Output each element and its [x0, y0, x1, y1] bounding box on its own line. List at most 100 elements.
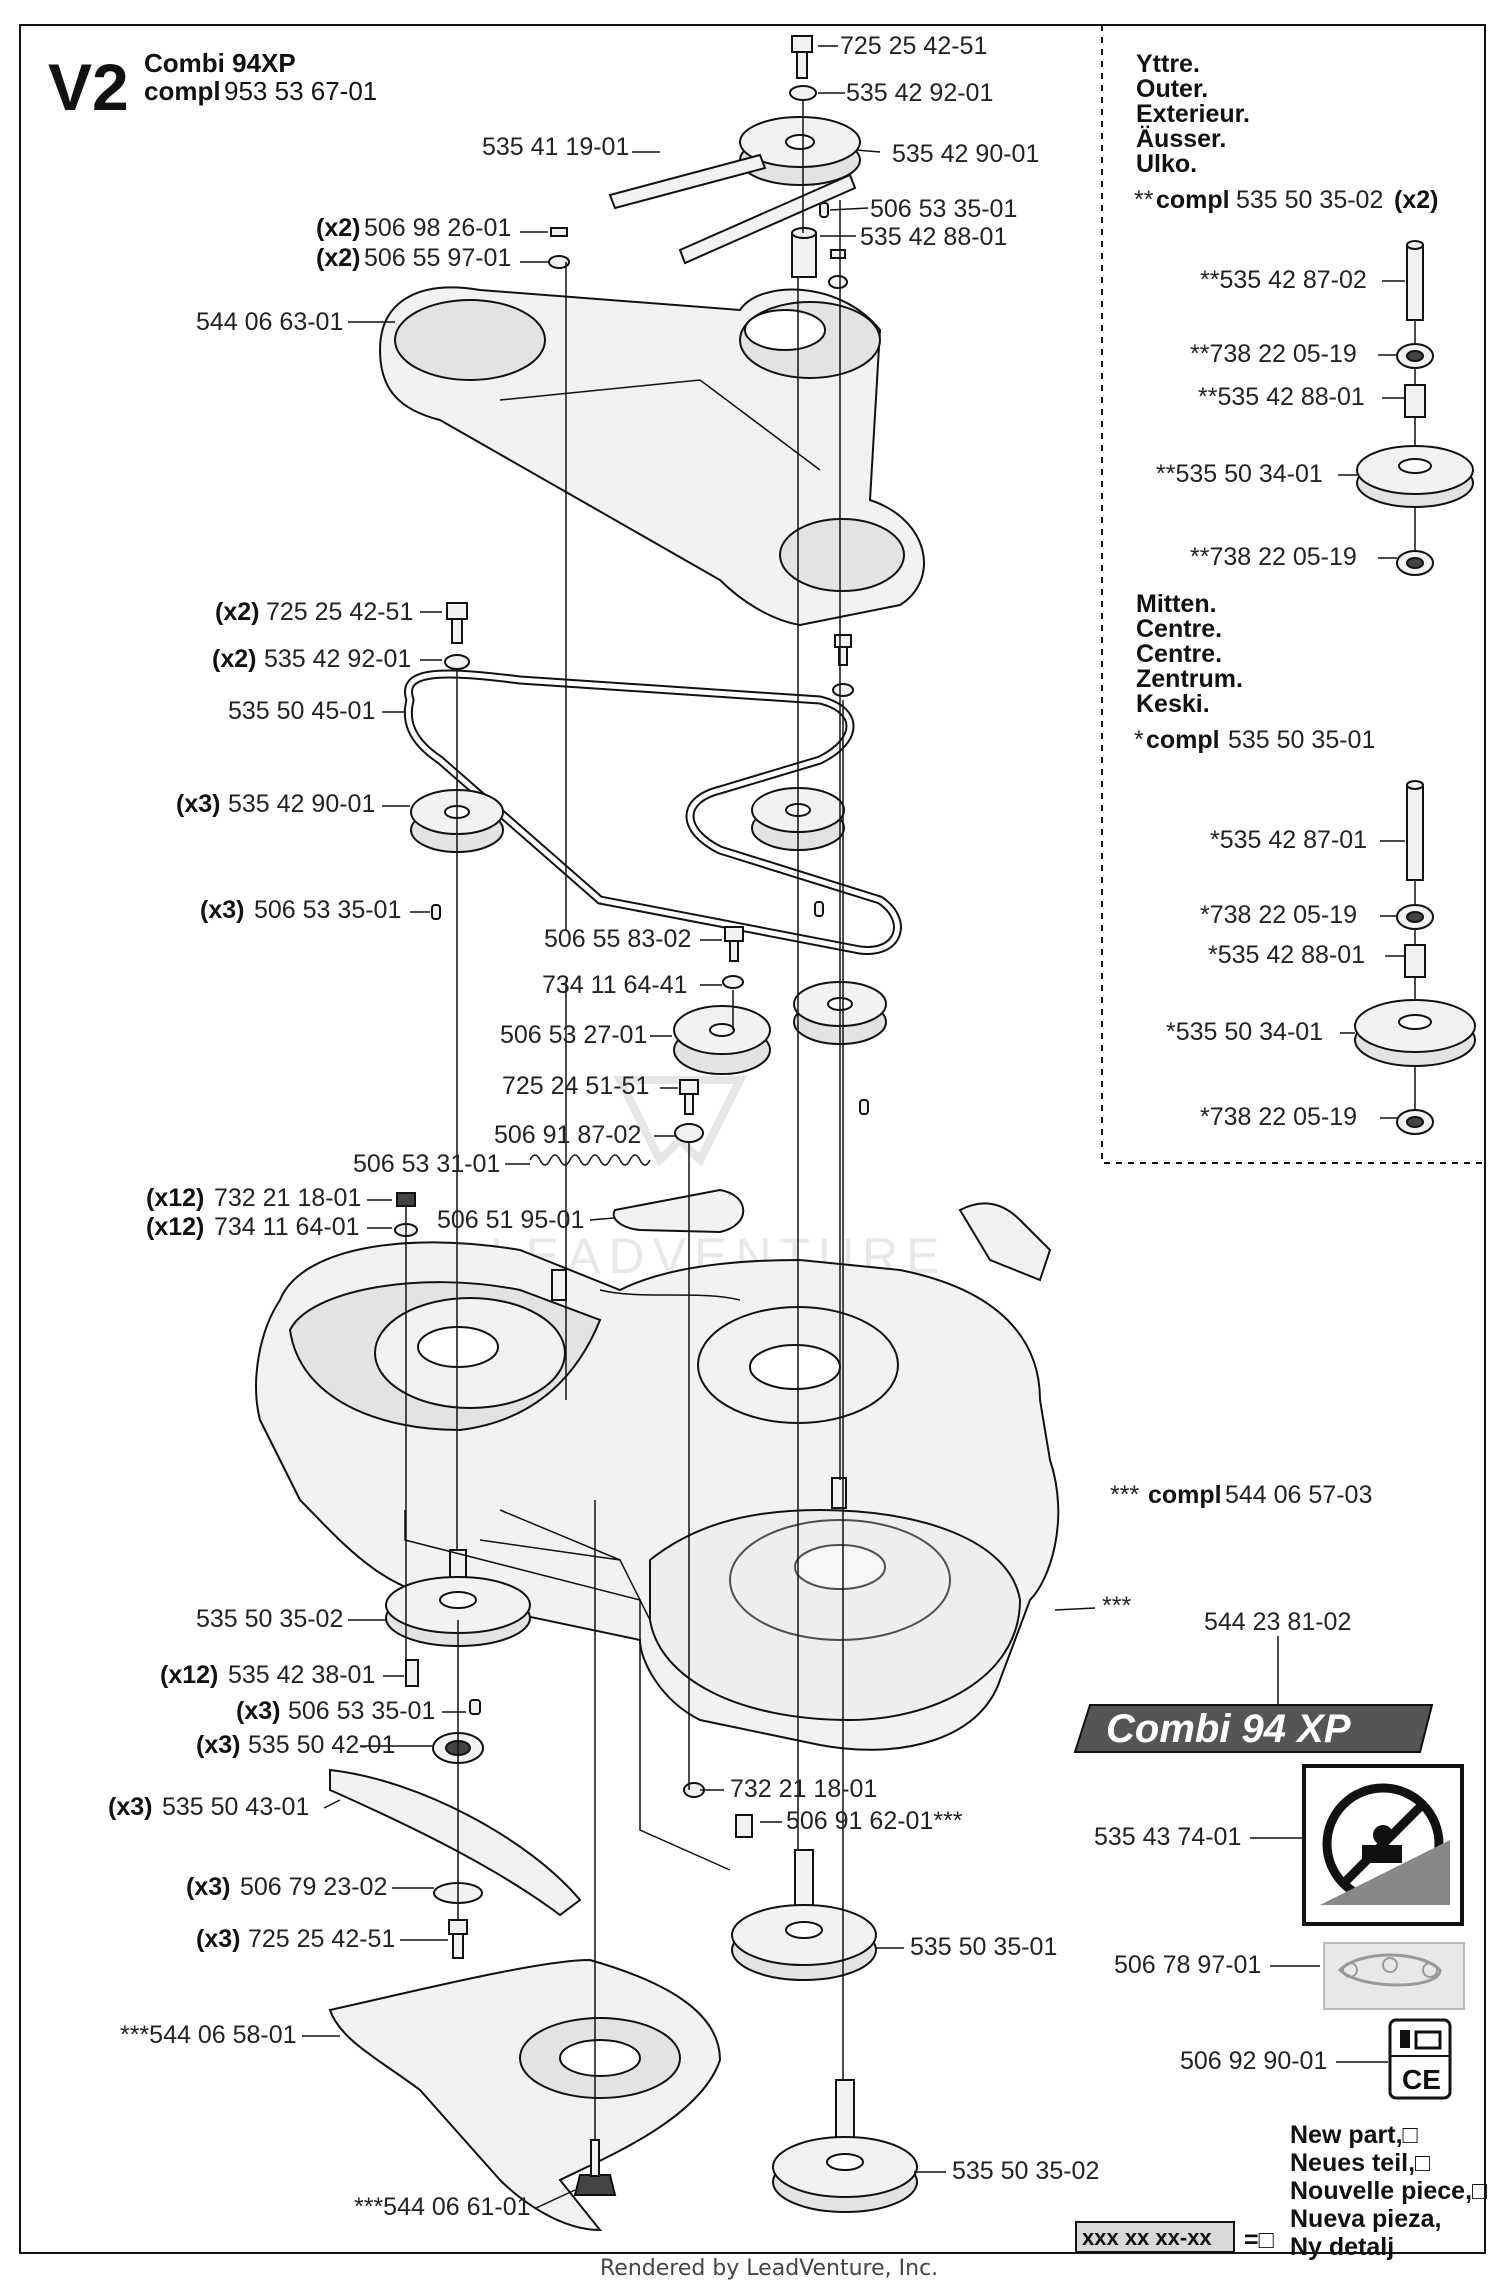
mid-bolt-icon — [444, 602, 470, 670]
label-535428801: 535 42 88-01 — [860, 223, 1007, 251]
centre-housing-icon — [1354, 999, 1476, 1067]
label-535503502-right: 535 50 35-02 — [952, 2157, 1099, 2185]
label-506789701: 506 78 97-01 — [1114, 1951, 1261, 1979]
legend: New part,□ Neues teil,□ Nouvelle piece,□… — [1075, 2121, 1488, 2261]
model-badge-text: Combi 94 XP — [1106, 1707, 1351, 1751]
centre-compl-number: 535 50 35-01 — [1228, 726, 1375, 754]
centre-part-3: *535 50 34-01 — [1166, 1018, 1323, 1046]
qty-x2-a: (x2) — [316, 214, 360, 242]
idler-bolt-icon — [722, 926, 744, 989]
bottom-guard-icon — [328, 1958, 722, 2232]
belt-strip-icon-2 — [678, 173, 857, 265]
compl-deck-prefix: *** — [1110, 1481, 1139, 1509]
mid-bolt-icon-2 — [832, 634, 854, 697]
outer-title-1: Outer. — [1136, 75, 1208, 103]
key-icon-right — [859, 1099, 869, 1115]
compl-deck-number: 544 06 57-03 — [1225, 1481, 1372, 1509]
outer-spindle-shaft-icon — [1406, 240, 1424, 321]
key-icon-left — [431, 904, 441, 920]
qty-x3-b: (x3) — [200, 896, 244, 924]
qty-x12-b: (x12) — [146, 1213, 204, 1241]
label-535503501: 535 50 35-01 — [910, 1933, 1057, 1961]
top-pulley-icon — [739, 116, 861, 186]
label-732211801-low: 732 21 18-01 — [730, 1775, 877, 1803]
outer-bearing-icon — [1396, 343, 1434, 369]
label-734116401: 734 11 64-01 — [214, 1213, 360, 1241]
centre-title-0: Mitten. — [1136, 590, 1217, 618]
label-506558302: 506 55 83-02 — [544, 925, 691, 953]
qty-x3-e: (x3) — [108, 1793, 152, 1821]
label-506533101: 506 53 31-01 — [353, 1150, 500, 1178]
belt-cover-icon — [378, 286, 925, 627]
outer-compl-number: 535 50 35-02 — [1236, 186, 1383, 214]
watermark-logo — [613, 1076, 747, 1167]
centre-compl-prefix: * — [1134, 726, 1144, 754]
outer-compl-qty: (x2) — [1394, 186, 1438, 214]
no-slope-warning-icon — [1302, 1764, 1464, 1926]
label-725254251-low: 725 25 42-51 — [248, 1925, 395, 1953]
label-725245151: 725 24 51-51 — [502, 1072, 649, 1100]
label-535411901: 535 41 19-01 — [482, 133, 629, 161]
label-506982601: 506 98 26-01 — [364, 214, 511, 242]
compl-number: 953 53 67-01 — [224, 76, 377, 106]
legend-code: xxx xx xx-xx — [1082, 2225, 1212, 2250]
label-506532701: 506 53 27-01 — [500, 1021, 647, 1049]
model-label: Combi 94XP — [144, 48, 296, 78]
left-spindle-icon — [385, 1549, 531, 1647]
label-732211801: 732 21 18-01 — [214, 1184, 361, 1212]
belt-routing-sticker-icon — [1323, 1942, 1465, 2010]
sheet-border — [19, 24, 1486, 2254]
qty-x3-d: (x3) — [196, 1731, 240, 1759]
centre-part-0: *535 42 87-01 — [1210, 826, 1367, 854]
qty-x12-c: (x12) — [160, 1661, 218, 1689]
legend-line-0: New part,□ — [1290, 2121, 1419, 2149]
qty-x2-c: (x2) — [215, 598, 259, 626]
centre-spindle-icon — [731, 1849, 877, 1981]
bracket-lines — [404, 1510, 731, 1871]
top-washer-icon — [789, 85, 817, 101]
centre-bearing-icon-2 — [1396, 1109, 1434, 1135]
qty-x3-f: (x3) — [186, 1873, 230, 1901]
label-544066301: 544 06 63-01 — [196, 308, 343, 336]
idler-pulley-icon — [673, 1005, 771, 1075]
label-725254251-mid: 725 25 42-51 — [266, 598, 413, 626]
idler-arm-bolt-icon — [674, 1079, 704, 1143]
label-535429001-top: 535 42 90-01 — [892, 140, 1039, 168]
idler-arm-icon — [612, 1188, 745, 1234]
qty-x2-d: (x2) — [212, 645, 256, 673]
label-535504201: 535 50 42-01 — [248, 1731, 395, 1759]
belt-strip-icon — [608, 153, 767, 210]
outer-part-2: **535 42 88-01 — [1198, 383, 1365, 411]
label-535423801: 535 42 38-01 — [228, 1661, 375, 1689]
spring-icon — [529, 1154, 651, 1166]
label-506916201: 506 91 62-01*** — [786, 1807, 963, 1835]
ce-mark: CE — [1402, 2064, 1441, 2095]
legend-line-3: Nueva pieza, — [1290, 2205, 1441, 2233]
side-panel-border — [1101, 25, 1485, 1164]
outer-title-0: Yttre. — [1136, 50, 1200, 78]
outer-compl-prefix: ** — [1134, 186, 1154, 214]
label-535429201-top: 535 42 92-01 — [846, 79, 993, 107]
outer-compl-word: compl — [1156, 186, 1230, 214]
screw-icon — [548, 227, 570, 269]
qty-x3-c: (x3) — [236, 1697, 280, 1725]
outer-sleeve-icon — [1404, 384, 1426, 418]
label-535429001-mid: 535 42 90-01 — [228, 790, 375, 818]
label-506792302: 506 79 23-02 — [240, 1873, 387, 1901]
centre-part-2: *535 42 88-01 — [1208, 941, 1365, 969]
centre-sleeve-icon — [1404, 944, 1426, 978]
key-icon-centre — [814, 901, 824, 917]
qty-x12-a: (x12) — [146, 1184, 204, 1212]
long-belt-inner — [405, 671, 900, 953]
legend-line-2: Nouvelle piece,□ — [1290, 2177, 1488, 2205]
label-506929001: 506 92 90-01 — [1180, 2047, 1327, 2075]
blade-bolt-icon — [448, 1919, 468, 1959]
diagram-code: V2 — [48, 50, 129, 124]
outer-housing-icon — [1356, 445, 1474, 508]
bolt-icon-x12 — [405, 1659, 419, 1687]
label-506559701: 506 55 97-01 — [364, 244, 511, 272]
label-544065801: ***544 06 58-01 — [120, 2021, 297, 2049]
outer-title-4: Ulko. — [1136, 150, 1197, 178]
legend-code-box — [1075, 2221, 1235, 2253]
